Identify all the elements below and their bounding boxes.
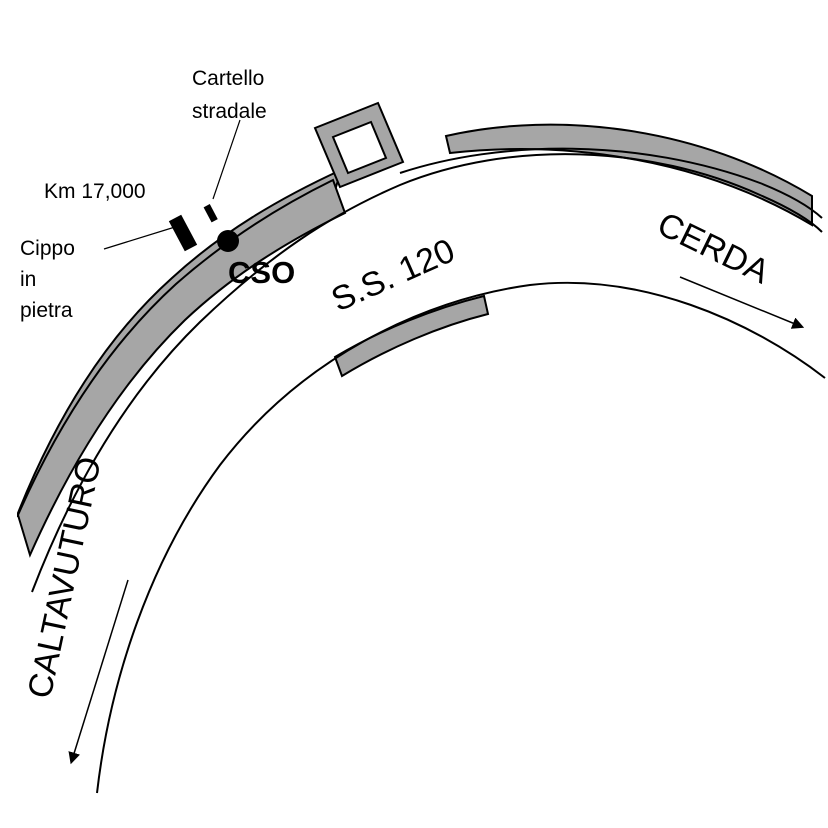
stone-marker	[168, 214, 198, 252]
label-dest-east: CERDA	[651, 205, 775, 291]
cippo-leader	[103, 226, 176, 250]
label-cippo-2: in	[20, 268, 36, 291]
cartello-leader	[212, 119, 241, 200]
label-cartello-2: stradale	[192, 100, 267, 123]
station-dot	[217, 230, 239, 252]
label-km: Km 17,000	[44, 180, 146, 203]
road-inner-edge	[96, 281, 826, 794]
arrow-south	[68, 579, 129, 765]
label-cippo-1: Cippo	[20, 237, 75, 260]
label-station: CSO	[228, 255, 295, 290]
label-cartello-1: Cartello	[192, 67, 264, 90]
ne-verge-band	[444, 123, 813, 227]
road-sign	[203, 204, 218, 223]
building	[313, 101, 405, 189]
road-outer-edge-2	[399, 147, 823, 219]
label-cippo-3: pietra	[20, 299, 73, 322]
arrow-east	[679, 276, 805, 329]
road-outer-edge	[31, 153, 823, 593]
